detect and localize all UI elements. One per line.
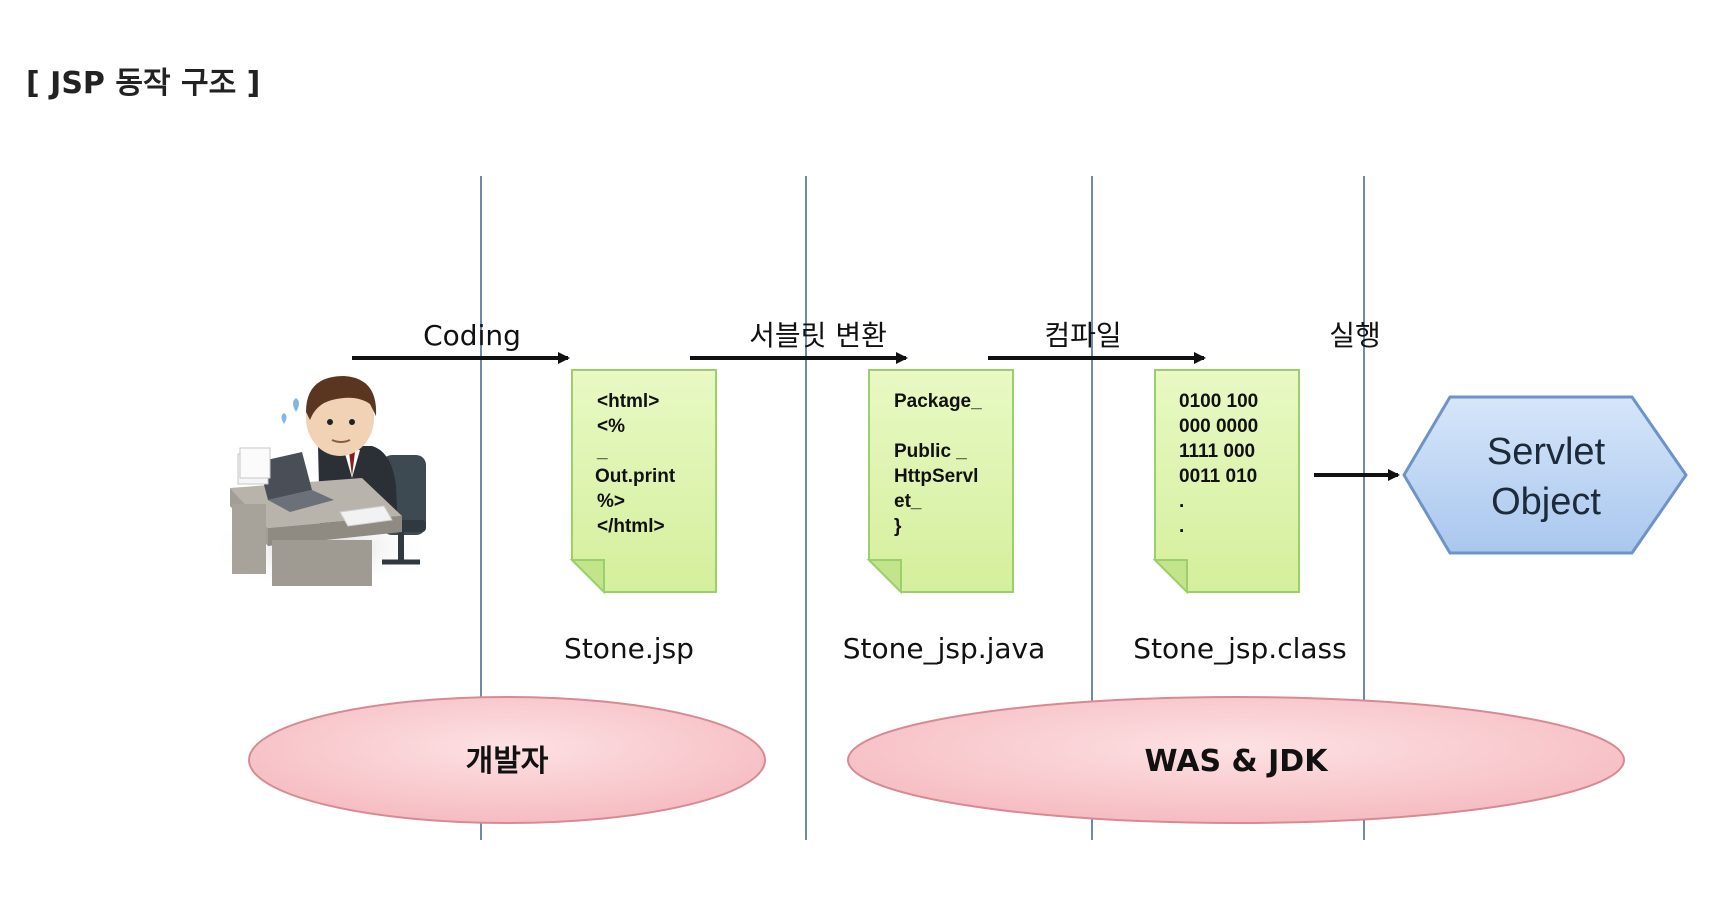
doc-line: . (1179, 491, 1184, 512)
doc-line: %> (597, 491, 625, 512)
file-name-java: Stone_jsp.java (843, 632, 1046, 665)
actor-was-jdk: WAS & JDK (847, 696, 1625, 824)
doc-line: 0011 010 (1179, 466, 1257, 487)
doc-line: et_ (894, 491, 922, 512)
document-jsp: <html> <% _ Out.print %> </html> (569, 369, 717, 595)
doc-line: 0100 100 (1179, 391, 1258, 412)
document-java: Package_ Public _ HttpServl et_ } (866, 369, 1014, 595)
step-label-compile: 컴파일 (1044, 319, 1121, 352)
developer-illustration (208, 376, 432, 592)
actor-label-was-jdk: WAS & JDK (1145, 744, 1330, 779)
doc-line: 000 0000 (1179, 416, 1258, 437)
doc-line: </html> (597, 516, 665, 537)
doc-line: Public _ (894, 441, 967, 462)
doc-line: 1111 000 (1179, 441, 1255, 462)
doc-line: _ (596, 441, 608, 462)
page-title: [ JSP 동작 구조 ] (26, 66, 261, 101)
servlet-object-line: Object (1491, 481, 1601, 523)
file-name-class: Stone_jsp.class (1133, 632, 1346, 665)
doc-line: } (894, 516, 902, 537)
step-label-coding: Coding (423, 319, 521, 352)
document-class: 0100 100 000 0000 1111 000 0011 010 . . (1152, 369, 1300, 595)
doc-line: <% (597, 416, 625, 437)
doc-line: Out.print (595, 466, 676, 487)
step-label-execute: 실행 (1329, 319, 1381, 352)
step-label-servlet-conversion: 서블릿 변환 (749, 319, 887, 352)
doc-line: Package_ (894, 391, 982, 412)
servlet-object-line: Servlet (1487, 431, 1606, 473)
doc-line: HttpServl (894, 466, 978, 487)
doc-line: <html> (597, 391, 659, 412)
actor-label-developer: 개발자 (466, 744, 549, 779)
servlet-object-node: Servlet Object (1402, 395, 1688, 555)
actor-developer: 개발자 (248, 696, 766, 824)
file-name-jsp: Stone.jsp (564, 632, 694, 665)
doc-line: . (1179, 516, 1184, 537)
